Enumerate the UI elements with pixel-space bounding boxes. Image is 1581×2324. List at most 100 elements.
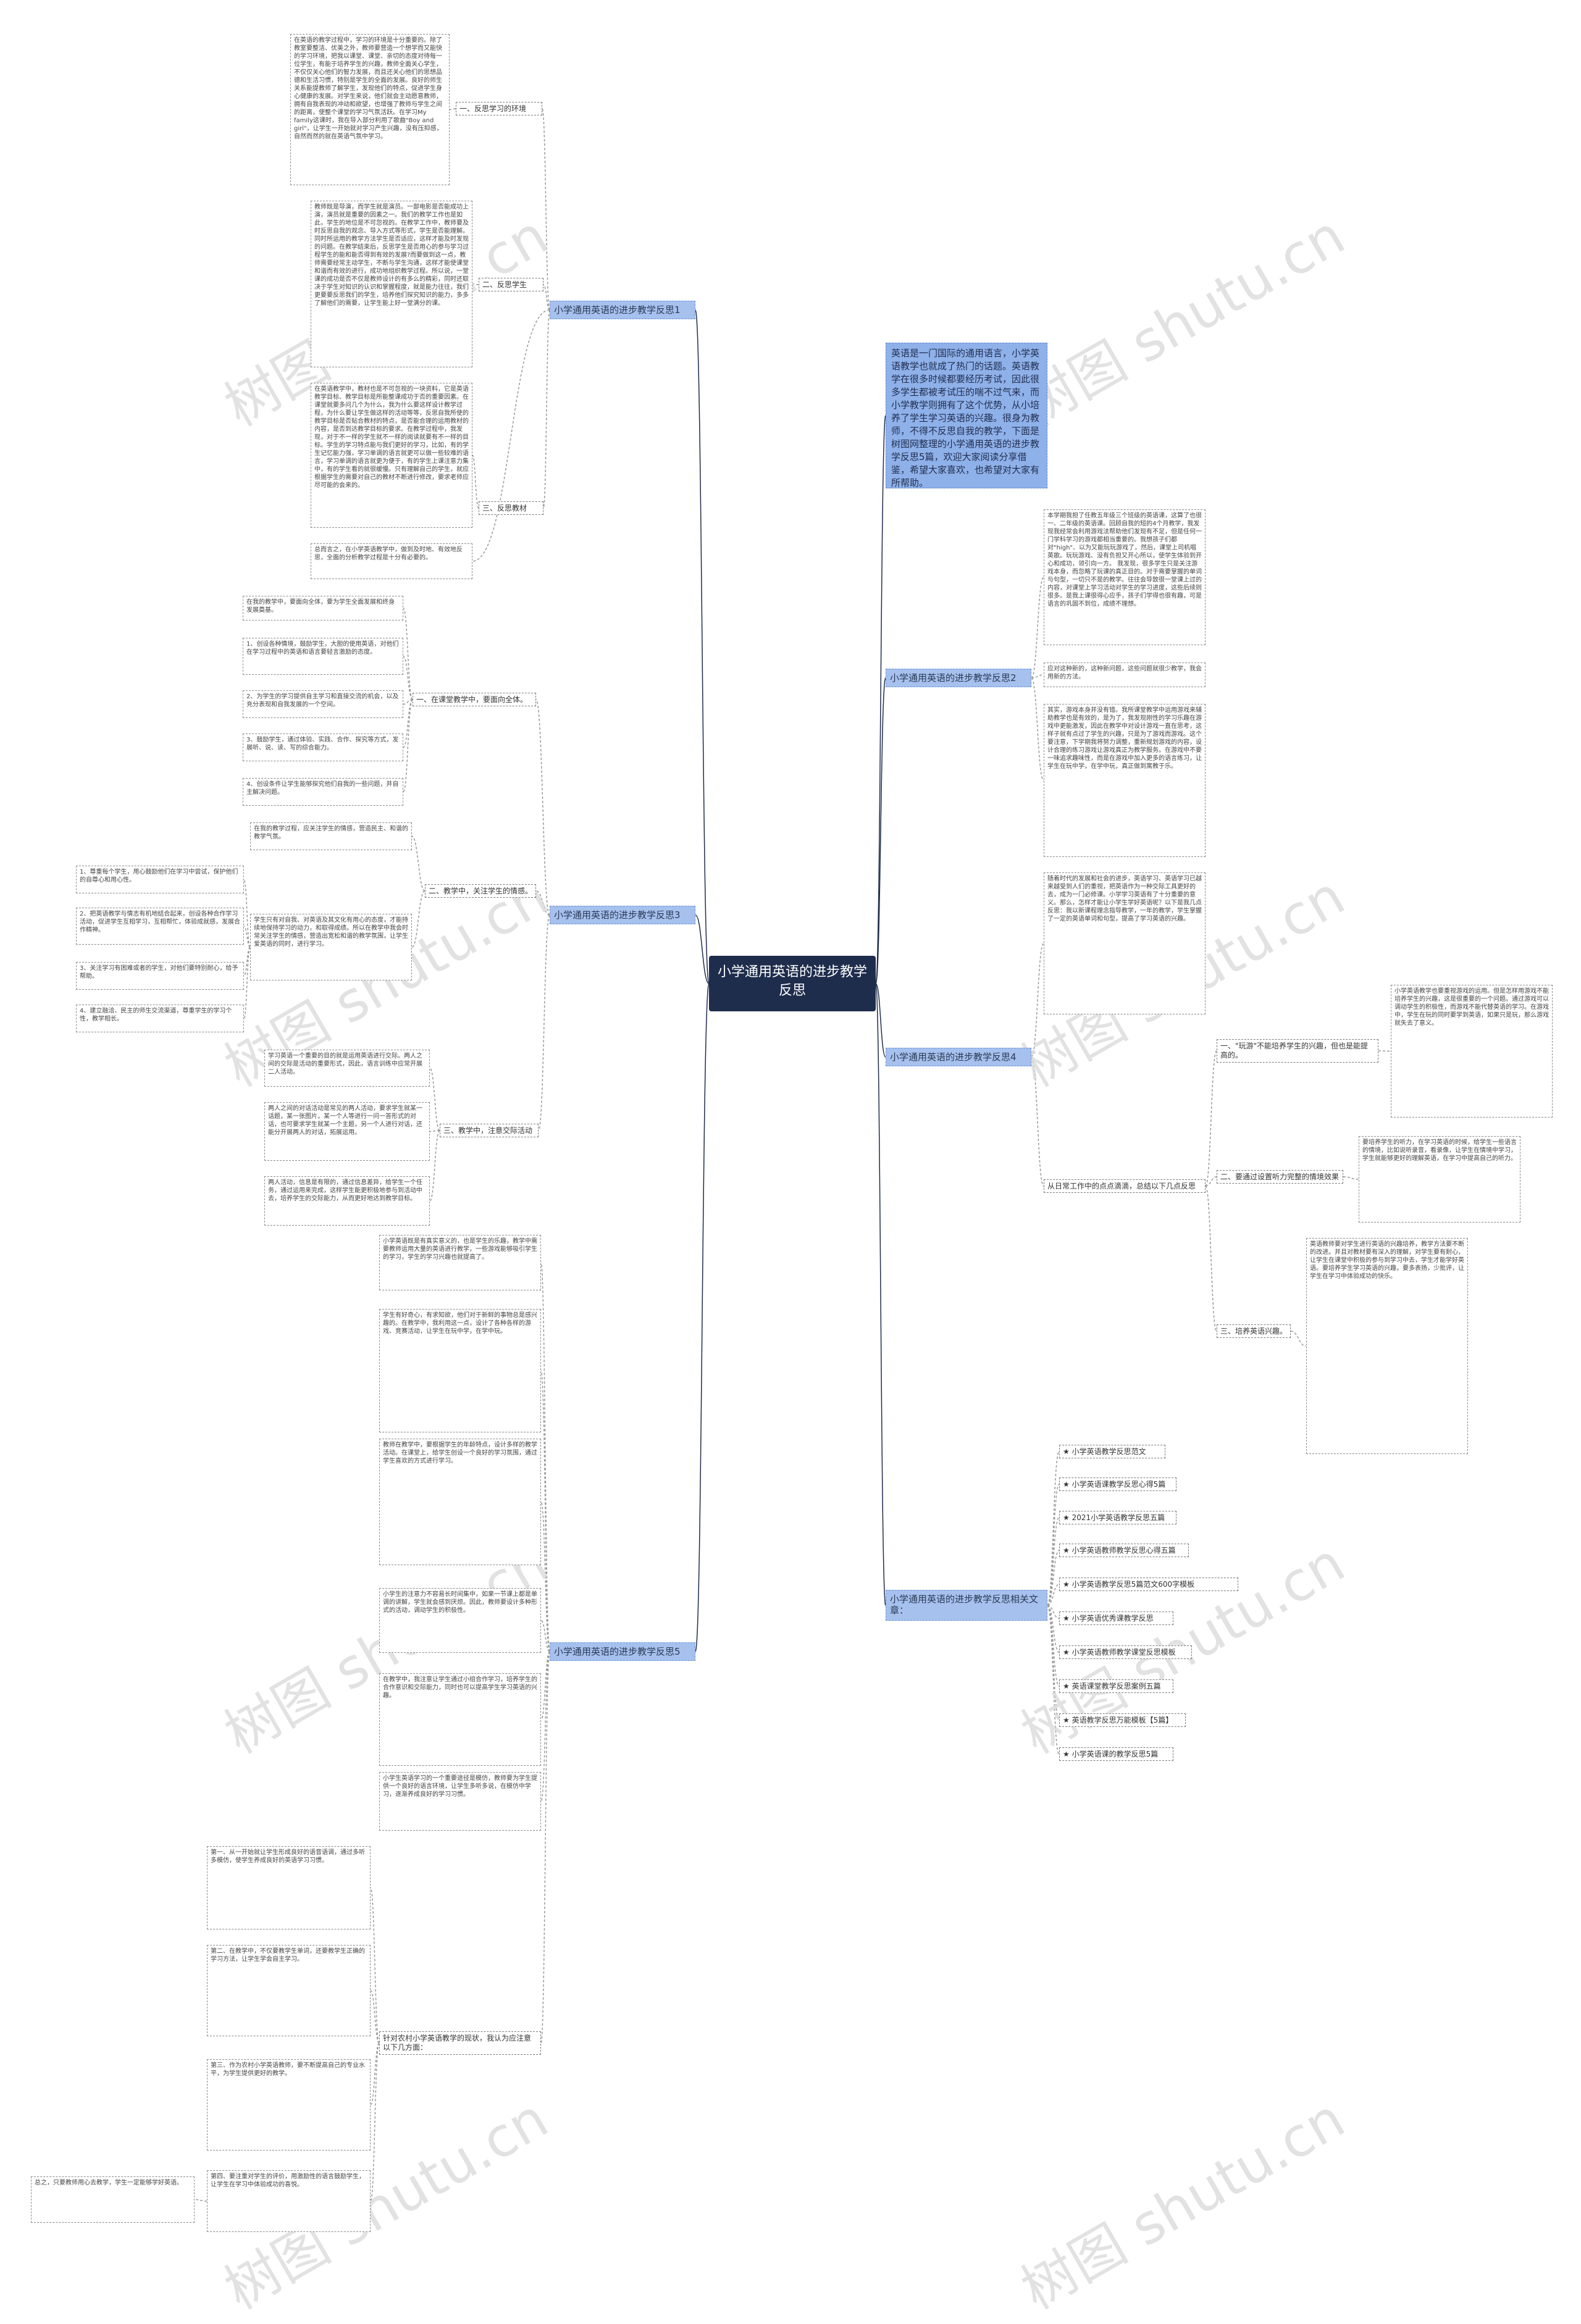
related-article-link[interactable]: ★ 小学英语教师教学课堂反思模板 (1059, 1645, 1192, 1659)
r3-text-emotions: 在我的教学过程，应关注学生的情感，营造民主、和谐的教学气氛。 (250, 822, 412, 850)
connector (1047, 1451, 1060, 1606)
branch-reflection-2[interactable]: 小学通用英语的进步教学反思2 (886, 669, 1031, 687)
connector (1047, 1584, 1060, 1606)
connector (1205, 1185, 1217, 1332)
r4-topic-reflections[interactable]: 从日常工作中的点点滴滴，总结以下几点反思 (1044, 1179, 1206, 1193)
connector (535, 890, 550, 916)
connector (370, 1887, 380, 2044)
r1-topic-students[interactable]: 二、反思学生 (479, 278, 543, 291)
r1-topic-materials[interactable]: 三、反思教材 (479, 501, 543, 515)
connector (243, 879, 251, 948)
connector (1047, 1517, 1060, 1606)
related-article-link[interactable]: ★ 小学英语教师教学反思心得五篇 (1059, 1544, 1189, 1557)
related-article-link[interactable]: ★ 英语教学反思万能模板【5篇】 (1059, 1713, 1186, 1727)
connector (540, 1501, 550, 1652)
r1-topic-environment[interactable]: 一、反思学习的环境 (456, 102, 542, 115)
r3-topic-whole-class[interactable]: 一、在课堂教学中，要面向全体。 (413, 693, 536, 706)
connector (472, 283, 479, 285)
connector (540, 1620, 550, 1652)
connector (875, 677, 886, 984)
r3-text-respect: 1、尊重每个学生，用心鼓励他们在学习中尝试，保护他们的自尊心和用心性。 (76, 866, 244, 893)
connector (1047, 1605, 1060, 1755)
related-article-link[interactable]: ★ 小学英语课的教学反思5篇 (1059, 1747, 1173, 1761)
r5-text-3: 教师在教学中，要根据学生的年龄特点，设计多样的教学活动。在课堂上，给学生创设一个… (379, 1439, 541, 1565)
r3-topic-emotions[interactable]: 二、教学中，关注学生的情感。 (425, 884, 536, 898)
r3-text-point-4: 4、创设条件让学生能够探究他们自我的一些问题，并自主解决问题。 (243, 778, 403, 806)
r3-text-cooperation: 2、把英语教学与情志有机地结合起来，创设各种合作学习活动，促进学生互相学习，互相… (76, 908, 244, 945)
r3-text-pair-dialog: 两人之间的对话活动是常见的两人活动，要求学生就某一话题，某一张图片，某一个人等进… (264, 1102, 430, 1161)
connector (1031, 943, 1044, 1058)
r1-text-materials: 在英语教学中，教材也是不可忽视的一块资料，它是英语教学目标、教学目标是所能整课成… (311, 383, 472, 528)
r5-text-fourth: 第四、要注重对学生的评价，用激励性的语言鼓励学生，让学生在学习中体验成功的喜悦。 (207, 2170, 371, 2232)
connector (540, 1651, 550, 1720)
connector (875, 983, 886, 1058)
intro-node[interactable]: 英语是一门国际的通用语言，小学英语教学也就成了热门的话题。英语教学在很多时候都要… (886, 343, 1047, 488)
connector (540, 1651, 550, 1802)
r5-text-5: 在教学中，我注意让学生通过小组合作学习，培养学生的合作意识和交际能力，同时也可以… (379, 1673, 541, 1766)
r3-text-communication: 学习英语一个重要的目的就是运用英语进行交际。两人之间的交际是活动的重要形式，因此… (264, 1050, 430, 1087)
r5-text-6: 小学生英语学习的一个重要途径是模仿，教师要为学生提供一个良好的语言环境，让学生多… (379, 1772, 541, 1831)
branch-reflection-1[interactable]: 小学通用英语的进步教学反思1 (550, 301, 695, 319)
connector-lines (194, 108, 1391, 2202)
connector (540, 1651, 550, 2044)
connector (1031, 677, 1044, 781)
connector (411, 835, 426, 892)
connector (429, 1130, 440, 1202)
connector (370, 1990, 380, 2044)
related-article-link[interactable]: ★ 小学英语教学反思范文 (1059, 1445, 1165, 1458)
r2-text-3: 其实，游戏本身并没有错。我所课堂教学中运用游戏来辅助教学也是有效的，是为了，我发… (1044, 704, 1206, 857)
connector (875, 415, 886, 984)
connector (429, 1130, 440, 1132)
connector (540, 1262, 550, 1652)
connector (1343, 1176, 1359, 1180)
r4-topic-games[interactable]: 一、"玩游"不能培养学生的兴趣，但也是能提高的。 (1217, 1039, 1378, 1063)
connector (472, 454, 479, 509)
branch-related-articles[interactable]: 小学通用英语的进步教学反思相关文章： (886, 1590, 1047, 1621)
r5-text-2: 学生有好奇心，有求知欲，他们对于新鲜的事物总是感兴趣的。在教学中，我利用这一点，… (379, 1309, 541, 1432)
connector (1031, 1056, 1044, 1187)
connector (542, 108, 550, 311)
related-article-link[interactable]: ★ 小学英语教学反思5篇范文600字模板 (1059, 1578, 1238, 1591)
connector (403, 608, 413, 700)
connector (695, 309, 710, 984)
r4-topic-interest[interactable]: 三、培养英语兴趣。 (1217, 1324, 1291, 1338)
branch-reflection-3[interactable]: 小学通用英语的进步教学反思3 (550, 906, 695, 924)
r3-text-point-3: 3、鼓励学生，通过体验、实践、合作、探究等方式，发展听、说、读、写的综合能力。 (243, 734, 403, 761)
connector (543, 284, 550, 311)
r5-topic-rural[interactable]: 针对农村小学英语教学的现状，我认为应注意以下几方面： (379, 2031, 541, 2055)
r1-text-summary: 总而言之，在小学英语教学中，做到及时地、有效地反思，全面的分析教学过程是十分有必… (311, 543, 472, 579)
r4-topic-listening[interactable]: 二、要通过设置听力完整的情境效果 (1217, 1170, 1343, 1184)
r5-text-summary: 总之，只要教师用心去教学，学生一定能够学好英语。 (31, 2176, 195, 2223)
connector (875, 983, 886, 1606)
central-topic[interactable]: 小学通用英语的进步教学反思 (709, 956, 876, 1011)
connector (543, 309, 550, 509)
related-article-link[interactable]: ★ 小学英语课教学反思心得5篇 (1059, 1478, 1176, 1491)
connector (540, 1370, 550, 1652)
r3-topic-communication[interactable]: 三、教学中，注意交际活动 (440, 1124, 539, 1137)
connector (403, 699, 413, 793)
r4-text-1: 随着时代的发展和社会的进步，英语学习、英语学习已越来越受到人们的重视，把英语作为… (1044, 872, 1206, 1014)
r3-text-rapport: 4、建立融洽、民主的师生交流渠道，尊重学生的学习个性，教学相长。 (76, 1005, 244, 1032)
connector (1047, 1605, 1060, 1687)
connector (695, 914, 710, 984)
connector (243, 947, 251, 1019)
related-article-link[interactable]: ★ 2021小学英语教学反思五篇 (1059, 1511, 1176, 1524)
connector (1047, 1484, 1060, 1606)
related-article-link[interactable]: ★ 小学英语优秀课教学反思 (1059, 1611, 1173, 1625)
r3-text-difficulty: 3、关注学习有困难或者的学生，对他们要特别耐心，给予帮助。 (76, 962, 244, 990)
connector (538, 914, 550, 1131)
connector (1290, 1331, 1307, 1347)
connector (472, 309, 550, 562)
connector (1031, 577, 1044, 679)
connector (370, 2042, 380, 2202)
r5-text-1: 小学英语既是有真实意义的，也是学生的乐趣，教学中需要教师运用大量的英语进行教学，… (379, 1235, 541, 1290)
r5-text-second: 第二、在教学中，不仅要教学生单词，还要教学生正确的学习方法，让学生学会自主学习。 (207, 1945, 371, 2036)
related-article-link[interactable]: ★ 英语课堂教学反思案例五篇 (1059, 1679, 1173, 1693)
connector (243, 926, 251, 948)
r4-text-listening: 要培养学生的听力，在学习英语的时候，给学生一些语言的情境，比如说听录音，看录像，… (1359, 1136, 1520, 1223)
branch-reflection-5[interactable]: 小学通用英语的进步教学反思5 (550, 1642, 695, 1661)
r4-text-interest: 英语教师要对学生进行英语的兴趣培养，教学方法要不断的改进。并且对教材要有深入的理… (1306, 1238, 1468, 1454)
connector (695, 983, 710, 1652)
branch-reflection-4[interactable]: 小学通用英语的进步教学反思4 (886, 1048, 1031, 1066)
connector (1205, 1050, 1217, 1187)
